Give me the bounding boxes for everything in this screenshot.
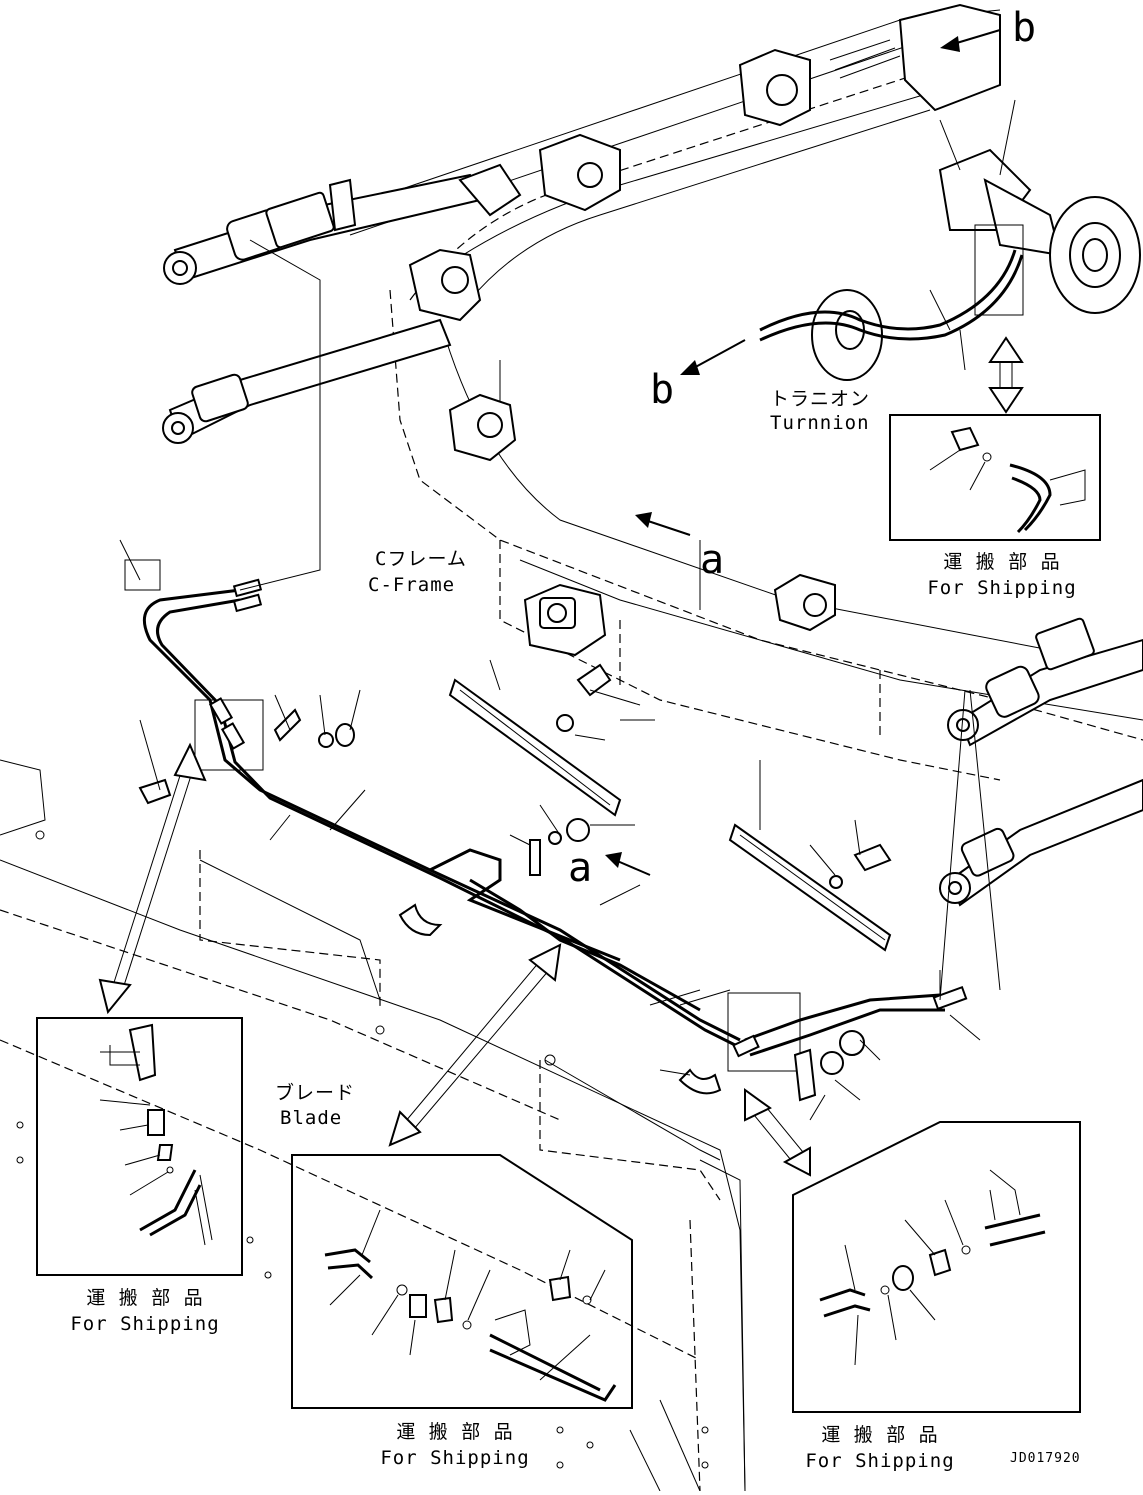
trunnion-label-jp: トラニオン	[770, 388, 871, 410]
reference-mark-a-right: a	[700, 537, 726, 583]
shipping-box-bottom-right	[792, 1121, 1081, 1413]
shipping-box-center	[291, 1154, 633, 1409]
reference-arrows	[605, 29, 1001, 876]
c-frame-label-jp: Cフレーム	[375, 548, 467, 570]
shipping-caption-en: For Shipping	[70, 1313, 220, 1335]
main-pipe-run	[142, 578, 968, 1072]
shipping-caption-jp: 運 搬 部 品	[821, 1424, 939, 1446]
shipping-box-left	[36, 1017, 243, 1276]
shipping-caption-en: For Shipping	[927, 577, 1077, 599]
shipping-caption-jp: 運 搬 部 品	[396, 1421, 514, 1443]
blade-label-jp: ブレード	[275, 1082, 356, 1104]
reference-mark-b-top: b	[1012, 5, 1038, 51]
shipping-caption-en: For Shipping	[380, 1447, 530, 1469]
shipping-caption-jp: 運 搬 部 品	[86, 1287, 204, 1309]
upper-frame	[162, 3, 1143, 907]
shipping-box-top-right	[889, 414, 1101, 541]
reference-mark-b-left: b	[650, 367, 676, 413]
detail-arrows	[98, 336, 1024, 1177]
blade-outline	[0, 759, 746, 1492]
trunnion	[759, 148, 1141, 381]
reference-mark-a-center: a	[568, 845, 594, 891]
shipping-caption-jp: 運 搬 部 品	[943, 551, 1061, 573]
c-frame-label-en: C-Frame	[368, 574, 456, 596]
leader-lines	[119, 99, 1016, 1121]
trunnion-label-en: Turnnion	[770, 412, 870, 434]
shipping-caption-en: For Shipping	[805, 1450, 955, 1472]
cover-plates	[138, 663, 892, 1102]
drawing-number: JD017920	[1010, 1451, 1081, 1466]
blade-label-en: Blade	[280, 1107, 343, 1129]
